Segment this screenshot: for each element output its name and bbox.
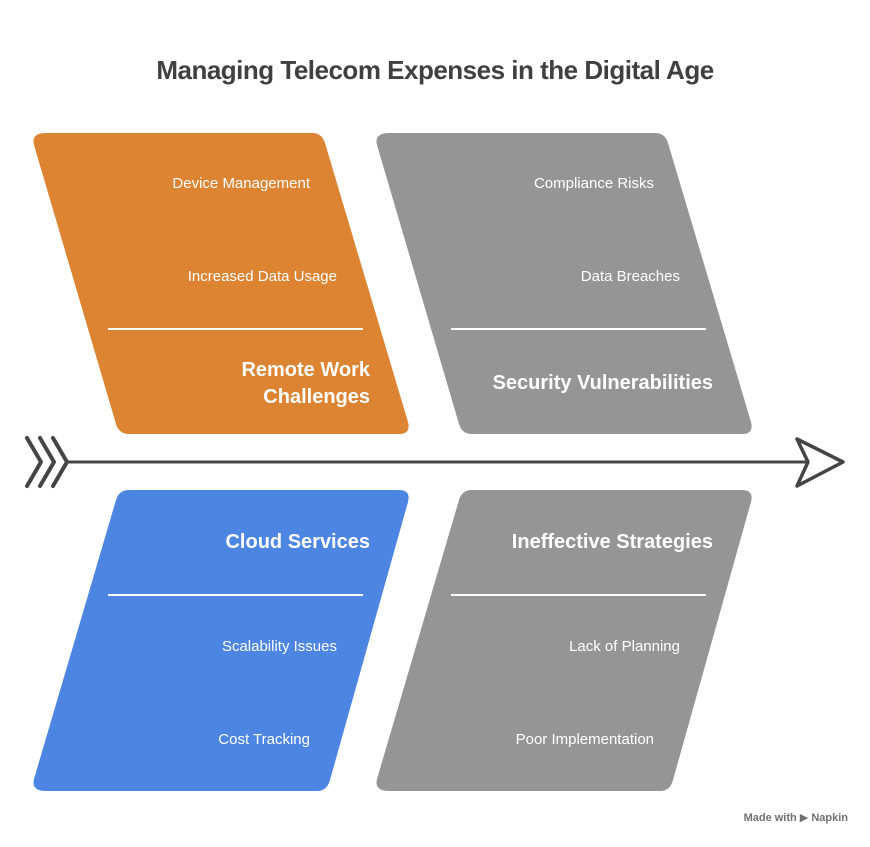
tail-chevrons-icon	[25, 436, 69, 488]
category-label-cloud: Cloud Services	[225, 531, 370, 553]
category-card-security	[376, 133, 752, 434]
arrow-head-icon	[795, 437, 845, 488]
cause-poor-implementation: Poor Implementation	[515, 731, 654, 748]
cause-lack-of-planning: Lack of Planning	[569, 638, 680, 655]
category-label-line-1: Remote Work	[241, 359, 370, 381]
cause-scalability-issues: Scalability Issues	[221, 638, 337, 655]
category-card-strategies	[376, 490, 752, 791]
category-label-line-2: Challenges	[263, 386, 370, 408]
diagram-title: Managing Telecom Expenses in the Digital…	[156, 55, 714, 85]
cause-data-breaches: Data Breaches	[580, 268, 680, 285]
cause-cost-tracking: Cost Tracking	[218, 731, 310, 748]
category-card-cloud	[33, 490, 409, 791]
cause-increased-data-usage: Increased Data Usage	[187, 268, 337, 285]
category-label-remote-work: Remote Work Challenges	[241, 357, 370, 411]
cause-compliance-risks: Compliance Risks	[533, 175, 654, 192]
category-card-remote-work	[33, 133, 409, 434]
category-label-strategies: Ineffective Strategies	[511, 531, 713, 553]
cause-device-management: Device Management	[172, 175, 310, 192]
category-label-security: Security Vulnerabilities	[492, 372, 713, 394]
napkin-credit: Made with ▶ Napkin	[743, 812, 848, 824]
